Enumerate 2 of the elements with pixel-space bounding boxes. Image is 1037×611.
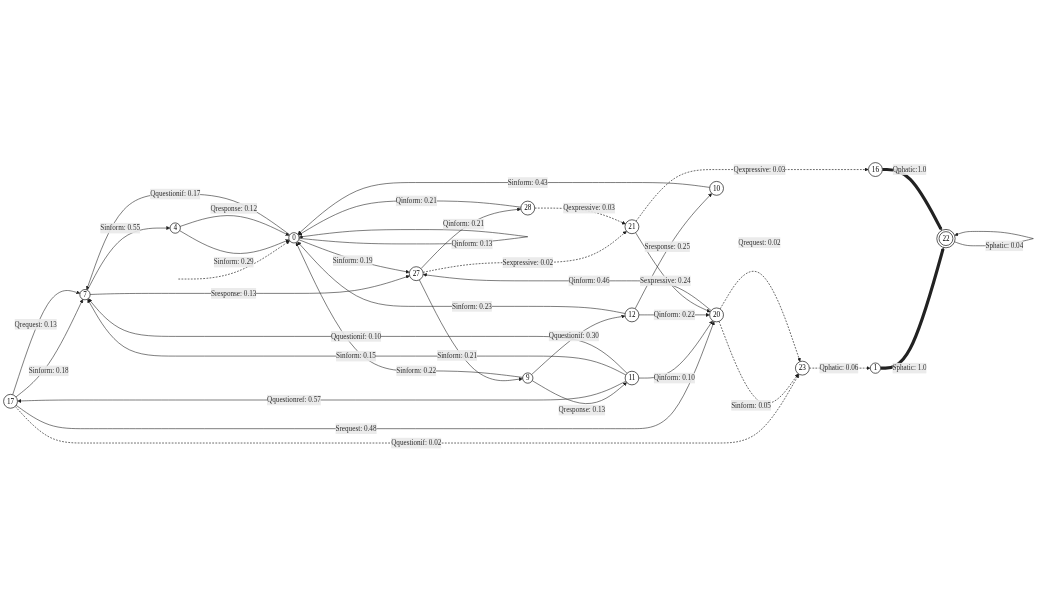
arrow xyxy=(880,247,945,370)
arrow xyxy=(882,168,943,231)
